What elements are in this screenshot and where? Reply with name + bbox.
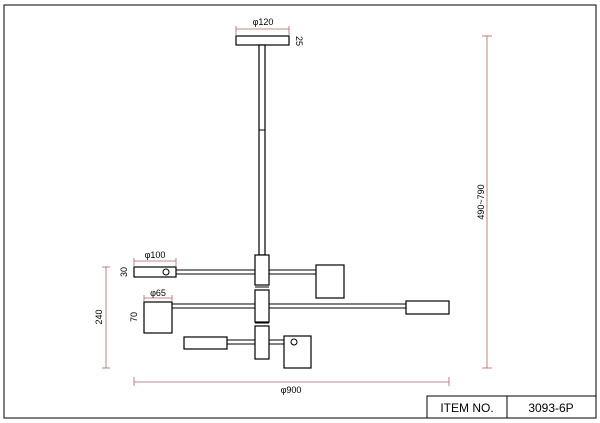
canopy-height-label: 25: [294, 36, 304, 46]
canopy-diameter-label: φ120: [253, 17, 274, 27]
arm-end-cap: [405, 300, 450, 315]
arm-end-cap: [183, 336, 228, 350]
item-no-label: ITEM NO.: [440, 401, 493, 415]
title-block-box: [426, 395, 597, 419]
title-block: ITEM NO. 3093-6P: [426, 395, 597, 419]
arm-end-height-label: 30: [119, 267, 129, 277]
shade-diameter-label: φ65: [150, 288, 166, 298]
arm-end-diameter-dimension: φ100: [133, 250, 177, 267]
arm-joint: [162, 268, 170, 276]
arm-joint: [290, 338, 298, 346]
body-height-label: 240: [94, 309, 104, 324]
canopy-diameter-dimension: φ120: [235, 17, 290, 36]
drawing-frame: [3, 4, 597, 419]
shade-height-label: 70: [129, 312, 139, 322]
total-height-dimension: 490~790: [476, 35, 492, 369]
ceiling-canopy: [235, 35, 290, 46]
arm-end-cap: [133, 266, 177, 278]
total-height-label: 490~790: [476, 184, 486, 219]
hub-section-bottom: [254, 325, 270, 360]
body-height-dimension: 240: [94, 266, 110, 369]
hub-section-middle: [254, 289, 270, 323]
lamp-shade: [283, 335, 312, 369]
arm-end-diameter-label: φ100: [145, 250, 166, 260]
item-number: 3093-6P: [528, 401, 573, 415]
hub-section-top: [254, 254, 270, 286]
lamp-shade: [315, 264, 345, 299]
overall-width-dimension: φ900: [133, 377, 450, 395]
lamp-shade: [143, 301, 173, 334]
shade-diameter-dimension: φ65: [143, 288, 173, 302]
overall-width-label: φ900: [281, 385, 302, 395]
suspension-rod: [258, 44, 266, 256]
